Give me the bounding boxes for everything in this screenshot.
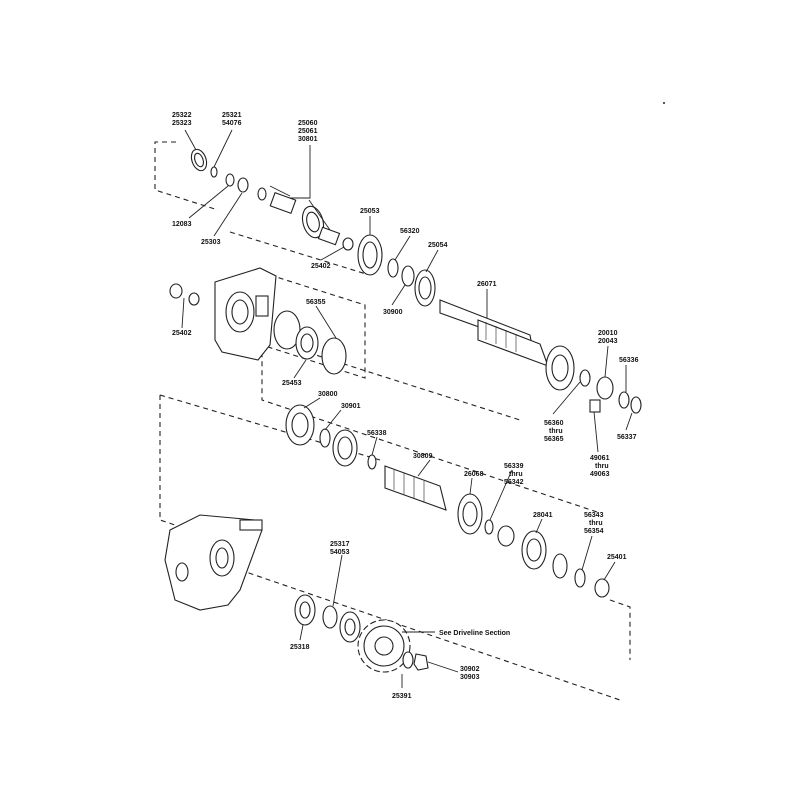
- label-30800: 30800: [318, 391, 338, 398]
- label-26071: 26071: [477, 281, 497, 288]
- output-sprocket-parts: [294, 594, 429, 673]
- label-30900: 30900: [383, 309, 403, 316]
- label-25321: 25321 54076: [222, 112, 243, 127]
- label-28041: 28041: [533, 512, 553, 519]
- label-25303: 25303: [201, 239, 221, 246]
- leader-lines: [181, 129, 633, 688]
- label-30901: 30901: [341, 403, 361, 410]
- label-12083: 12083: [172, 221, 192, 228]
- label-56337: 56337: [617, 434, 637, 441]
- label-56336: 56336: [619, 357, 639, 364]
- dashed-assembly-lines: [154, 141, 631, 701]
- label-25054: 25054: [428, 242, 448, 249]
- countershaft-parts: [285, 404, 610, 598]
- label-26068: 26068: [464, 471, 484, 478]
- label-25402-upper: 25402: [311, 263, 331, 270]
- housing-plate: [169, 267, 347, 375]
- upper-shaft-parts: [190, 148, 642, 414]
- label-25401: 25401: [607, 554, 627, 561]
- label-56360: 56360 thru 56365: [544, 420, 565, 443]
- label-25402-lower: 25402: [172, 330, 192, 337]
- label-56339: 56339 thru 56342: [504, 463, 525, 486]
- label-30809: 30809: [413, 453, 433, 460]
- label-56338: 56338: [367, 430, 387, 437]
- label-20010: 20010 20043: [598, 330, 619, 345]
- corner-dot: [663, 102, 665, 104]
- label-56355: 56355: [306, 299, 326, 306]
- transmission-case: [164, 514, 263, 611]
- label-30902: 30902 30903: [460, 666, 481, 681]
- label-56343: 56343 thru 56354: [584, 512, 605, 535]
- label-25391: 25391: [392, 693, 412, 700]
- label-25453: 25453: [282, 380, 302, 387]
- label-25060: 25060 25061 30801: [298, 120, 319, 143]
- label-25053: 25053: [360, 208, 380, 215]
- label-25322: 25322 25323: [172, 112, 193, 127]
- label-49061: 49061 thru 49063: [590, 455, 611, 478]
- label-56320: 56320: [400, 228, 420, 235]
- label-see-driveline-section: See Driveline Section: [439, 630, 510, 637]
- label-25317: 25317 54053: [330, 541, 351, 556]
- label-25318: 25318: [290, 644, 310, 651]
- part-labels: 25322 25323 25321 54076 25060 25061 3080…: [172, 112, 639, 700]
